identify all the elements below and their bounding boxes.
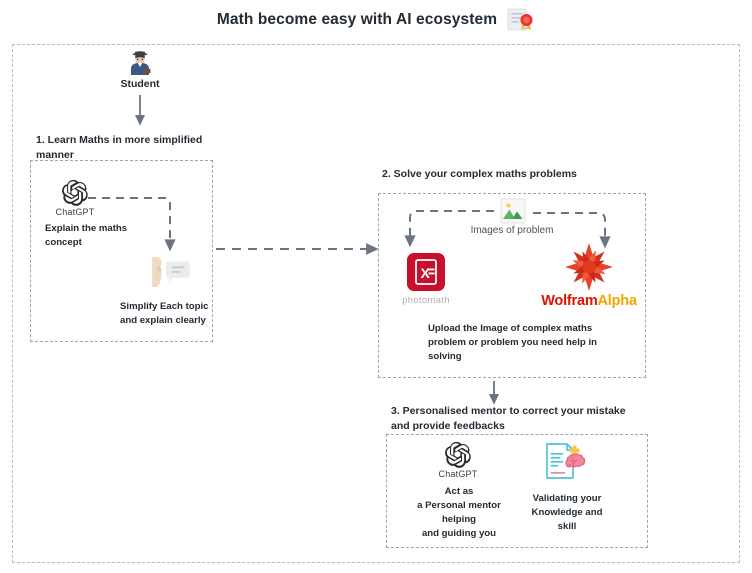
page-title-text: Math become easy with AI ecosystem [216, 11, 498, 28]
page-title: Math become easy with AI ecosystem [0, 4, 752, 36]
student-label: Student [120, 78, 160, 90]
step-1-box [30, 160, 213, 342]
node-wolframalpha: WolframAlpha [534, 242, 644, 309]
face-speech-bubble-icon [146, 256, 192, 287]
node-chatgpt-mentor: ChatGPT [423, 441, 493, 479]
svg-text:X: X [421, 265, 431, 281]
student-icon [127, 50, 153, 76]
chatgpt-label: ChatGPT [55, 207, 95, 217]
node-photomath: X photomath [387, 253, 465, 306]
chatgpt-logo-icon [423, 441, 493, 468]
certificate-award-icon [507, 7, 535, 33]
wolframalpha-label: WolframAlpha [534, 293, 644, 309]
step-1-heading: 1. Learn Maths in more simplified manner [36, 134, 203, 161]
chatgpt-label: ChatGPT [438, 469, 478, 479]
alpha-word: Alpha [597, 293, 637, 309]
node-chatgpt-explain: ChatGPT [40, 179, 110, 217]
diagram-outer-frame [12, 44, 740, 563]
wolfram-word: Wolfram [541, 293, 598, 309]
step-2-heading: 2. Solve your complex maths problems [382, 168, 577, 180]
photomath-logo-icon: X [407, 253, 445, 291]
images-of-problem-label: Images of problem [470, 225, 554, 236]
wolfram-burst-icon [534, 242, 644, 292]
report-brain-icon [543, 441, 587, 481]
image-photo-icon [500, 198, 526, 224]
step-3-box [386, 434, 648, 548]
photomath-label: photomath [402, 295, 450, 306]
step-3-heading: 3. Personalised mentor to correct your m… [391, 405, 626, 432]
actor-student: Student [110, 50, 170, 90]
chatgpt-logo-icon [40, 179, 110, 206]
